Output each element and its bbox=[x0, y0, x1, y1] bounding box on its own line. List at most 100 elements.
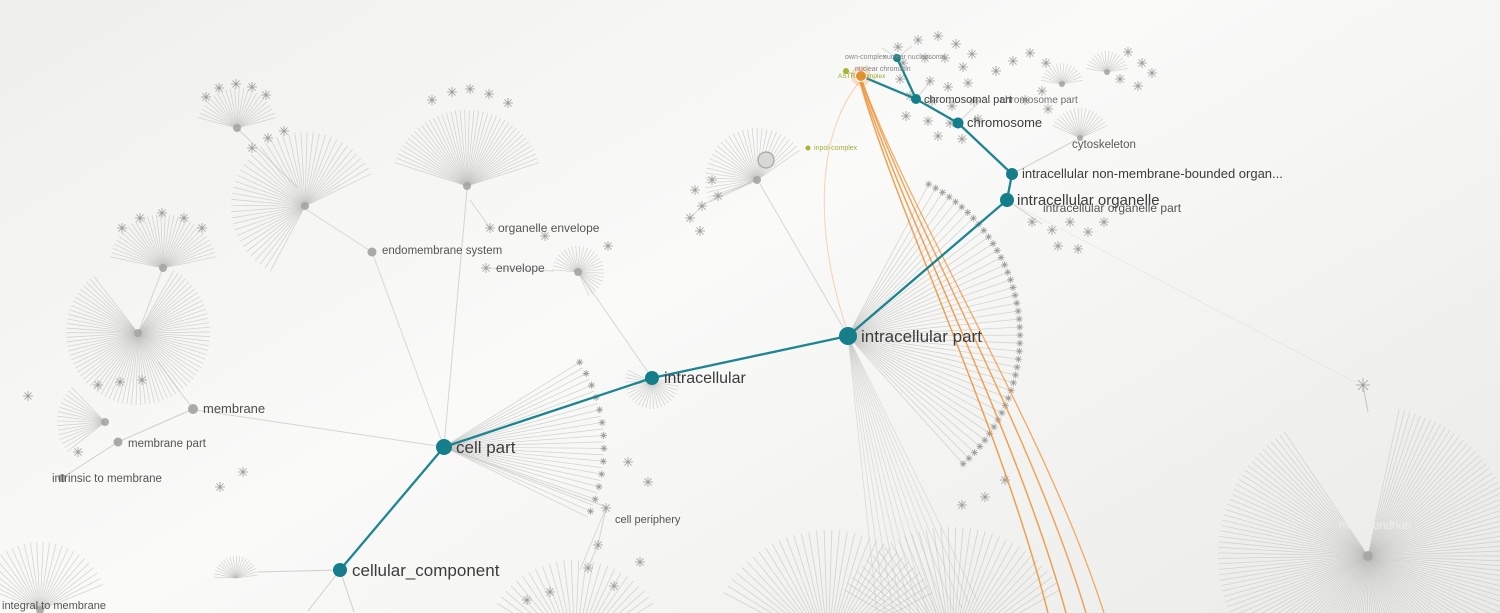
leaf-node-dot[interactable] bbox=[1017, 357, 1020, 361]
leaf-node-dot[interactable] bbox=[250, 85, 254, 89]
leaf-node-dot[interactable] bbox=[1018, 333, 1022, 337]
leaf-node-dot[interactable] bbox=[700, 204, 704, 208]
leaf-node-dot[interactable] bbox=[904, 114, 908, 118]
cluster-center-node[interactable] bbox=[159, 264, 167, 272]
leaf-node-dot[interactable] bbox=[1040, 89, 1044, 93]
leaf-node-dot[interactable] bbox=[120, 226, 124, 230]
leaf-node-dot[interactable] bbox=[487, 92, 491, 96]
leaf-node-dot[interactable] bbox=[584, 372, 588, 375]
leaf-node-dot[interactable] bbox=[586, 566, 590, 570]
cluster-center-node[interactable] bbox=[36, 606, 44, 613]
leaf-node-dot[interactable] bbox=[200, 226, 204, 230]
gray-node[interactable] bbox=[188, 404, 198, 414]
leaf-node-dot[interactable] bbox=[966, 211, 969, 214]
leaf-node-dot[interactable] bbox=[973, 451, 976, 454]
leaf-node-dot[interactable] bbox=[1056, 244, 1060, 248]
cluster-center-node[interactable] bbox=[1059, 81, 1065, 87]
leaf-node-dot[interactable] bbox=[983, 495, 987, 499]
leaf-node-dot[interactable] bbox=[1140, 61, 1144, 65]
leaf-node-dot[interactable] bbox=[138, 216, 142, 220]
cluster-center-node[interactable] bbox=[1104, 69, 1110, 75]
leaf-node-dot[interactable] bbox=[936, 134, 940, 138]
leaf-node-dot[interactable] bbox=[1018, 325, 1022, 329]
leaf-node-dot[interactable] bbox=[995, 249, 999, 252]
cluster-center-node[interactable] bbox=[753, 176, 761, 184]
leaf-node-dot[interactable] bbox=[282, 129, 286, 133]
leaf-node-dot[interactable] bbox=[204, 95, 208, 99]
leaf-node-dot[interactable] bbox=[1011, 59, 1015, 63]
leaf-node-dot[interactable] bbox=[987, 235, 990, 239]
green-node[interactable] bbox=[843, 68, 849, 74]
cluster-center-node[interactable] bbox=[463, 182, 471, 190]
leaf-node-dot[interactable] bbox=[896, 45, 900, 49]
leaf-node-dot[interactable] bbox=[999, 256, 1003, 259]
leaf-node-dot[interactable] bbox=[954, 42, 958, 46]
leaf-node-dot[interactable] bbox=[710, 178, 714, 182]
leaf-node-dot[interactable] bbox=[950, 104, 954, 108]
leaf-node-dot[interactable] bbox=[1009, 278, 1012, 282]
leaf-node-dot[interactable] bbox=[954, 200, 957, 204]
leaf-node-dot[interactable] bbox=[96, 383, 100, 387]
leaf-node-dot[interactable] bbox=[488, 226, 492, 230]
leaf-node-dot[interactable] bbox=[1046, 107, 1050, 111]
gray-node[interactable] bbox=[367, 247, 377, 257]
leaf-node-dot[interactable] bbox=[926, 119, 930, 123]
leaf-node-dot[interactable] bbox=[946, 85, 950, 89]
leaf-node-dot[interactable] bbox=[76, 450, 80, 454]
leaf-node-dot[interactable] bbox=[589, 509, 592, 513]
leaf-node-dot[interactable] bbox=[1118, 77, 1122, 81]
leaf-node-dot[interactable] bbox=[600, 472, 603, 476]
leaf-node-dot[interactable] bbox=[982, 229, 986, 232]
node-chromatin_highlight[interactable] bbox=[855, 70, 867, 82]
leaf-node-dot[interactable] bbox=[966, 81, 970, 85]
leaf-node-dot[interactable] bbox=[992, 425, 996, 429]
leaf-node-dot[interactable] bbox=[960, 205, 964, 209]
leaf-node-dot[interactable] bbox=[160, 211, 164, 215]
leaf-node-dot[interactable] bbox=[976, 117, 980, 121]
leaf-node-dot[interactable] bbox=[948, 121, 952, 125]
node-intracellular[interactable] bbox=[645, 371, 659, 385]
leaf-node-dot[interactable] bbox=[250, 146, 254, 150]
leaf-node-dot[interactable] bbox=[264, 93, 268, 97]
leaf-node-dot[interactable] bbox=[936, 34, 940, 38]
leaf-node-dot[interactable] bbox=[961, 65, 965, 69]
leaf-node-dot[interactable] bbox=[970, 52, 974, 56]
leaf-node-dot[interactable] bbox=[934, 186, 938, 190]
leaf-node-dot[interactable] bbox=[1016, 309, 1020, 313]
leaf-node-dot[interactable] bbox=[484, 266, 488, 270]
green-node[interactable] bbox=[805, 145, 811, 151]
leaf-node-dot[interactable] bbox=[596, 543, 600, 547]
leaf-node-dot[interactable] bbox=[1102, 220, 1106, 224]
leaf-node-dot[interactable] bbox=[991, 242, 995, 245]
leaf-node-dot[interactable] bbox=[960, 137, 964, 141]
leaf-node-dot[interactable] bbox=[548, 590, 552, 594]
leaf-node-dot[interactable] bbox=[960, 503, 964, 507]
leaf-node-dot[interactable] bbox=[241, 470, 245, 474]
leaf-node-dot[interactable] bbox=[450, 90, 454, 94]
leaf-node-dot[interactable] bbox=[1000, 411, 1004, 415]
leaf-node-dot[interactable] bbox=[1136, 84, 1140, 88]
node-intracellular_part[interactable] bbox=[839, 327, 857, 345]
leaf-node-dot[interactable] bbox=[468, 87, 472, 91]
leaf-node-dot[interactable] bbox=[983, 438, 987, 442]
leaf-node-dot[interactable] bbox=[1023, 98, 1027, 102]
leaf-node-dot[interactable] bbox=[961, 462, 965, 466]
leaf-node-dot[interactable] bbox=[602, 434, 605, 437]
leaf-node-dot[interactable] bbox=[1015, 301, 1019, 305]
gray-node[interactable] bbox=[58, 474, 66, 482]
leaf-node-dot[interactable] bbox=[597, 485, 601, 489]
leaf-node-dot[interactable] bbox=[898, 77, 902, 81]
node-chromosomal_part[interactable] bbox=[911, 94, 921, 104]
leaf-node-dot[interactable] bbox=[646, 480, 650, 484]
leaf-node-dot[interactable] bbox=[604, 506, 608, 510]
node-cellular_component[interactable] bbox=[333, 563, 347, 577]
leaf-node-dot[interactable] bbox=[118, 380, 122, 384]
leaf-node-dot[interactable] bbox=[1014, 373, 1017, 377]
node-cell_part[interactable] bbox=[436, 439, 452, 455]
leaf-node-dot[interactable] bbox=[1361, 383, 1365, 387]
node-intracellular_organelle[interactable] bbox=[1000, 193, 1014, 207]
leaf-node-dot[interactable] bbox=[1068, 220, 1072, 224]
leaf-node-dot[interactable] bbox=[638, 560, 642, 564]
leaf-node-dot[interactable] bbox=[430, 98, 434, 102]
